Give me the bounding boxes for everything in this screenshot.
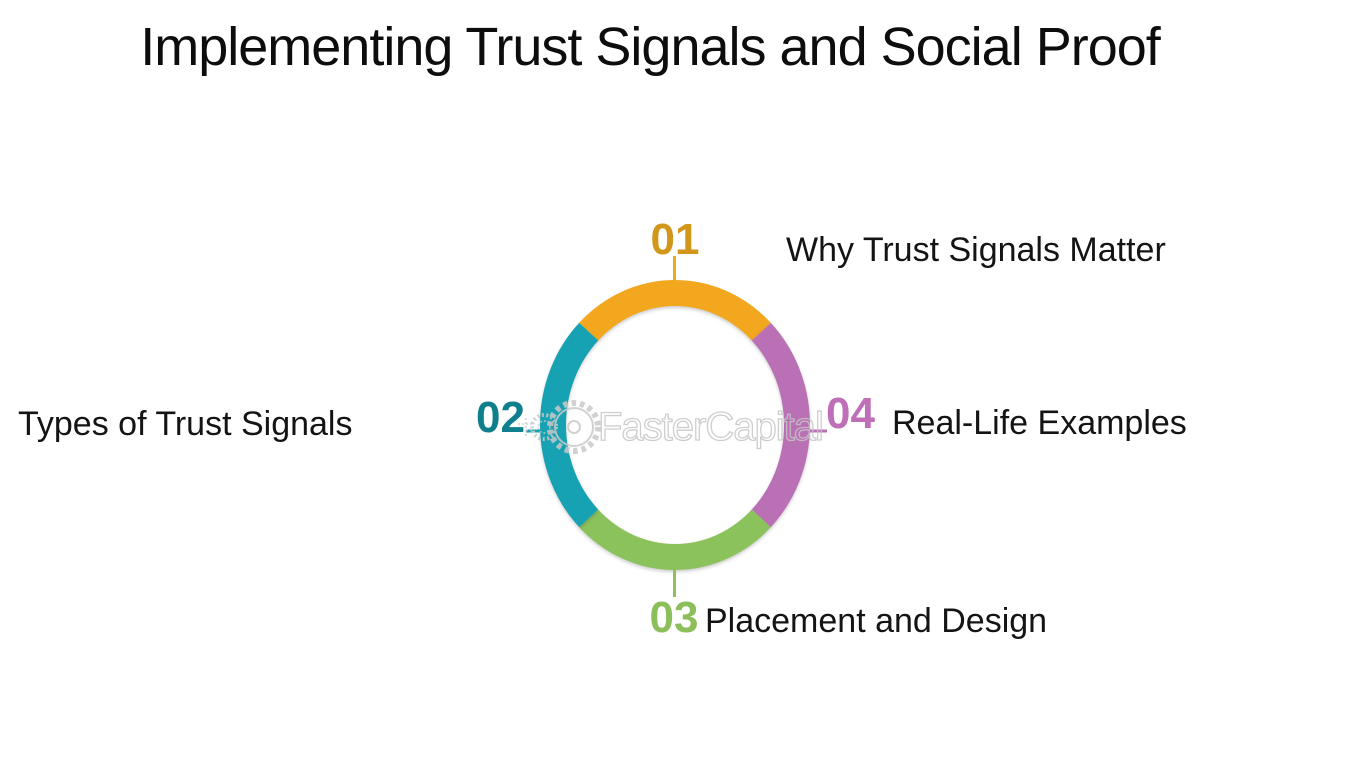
step-label-placement-and-design: Placement and Design	[705, 602, 1048, 640]
step-label-real-life-examples: Real-Life Examples	[892, 404, 1187, 442]
step-number-01: 01	[650, 215, 700, 264]
ring-segment-top	[579, 280, 771, 341]
step-number-02: 02	[476, 393, 525, 442]
step-label-why-trust-signals-matter: Why Trust Signals Matter	[786, 231, 1166, 269]
step-number-04: 04	[826, 389, 875, 438]
ring-segment-right	[751, 322, 810, 528]
page-title: Implementing Trust Signals and Social Pr…	[140, 17, 1161, 77]
ring-segment-bottom	[579, 509, 771, 570]
ring-segment-left	[540, 322, 599, 528]
step-label-types-of-trust-signals: Types of Trust Signals	[18, 405, 353, 443]
step-number-03: 03	[649, 593, 699, 642]
